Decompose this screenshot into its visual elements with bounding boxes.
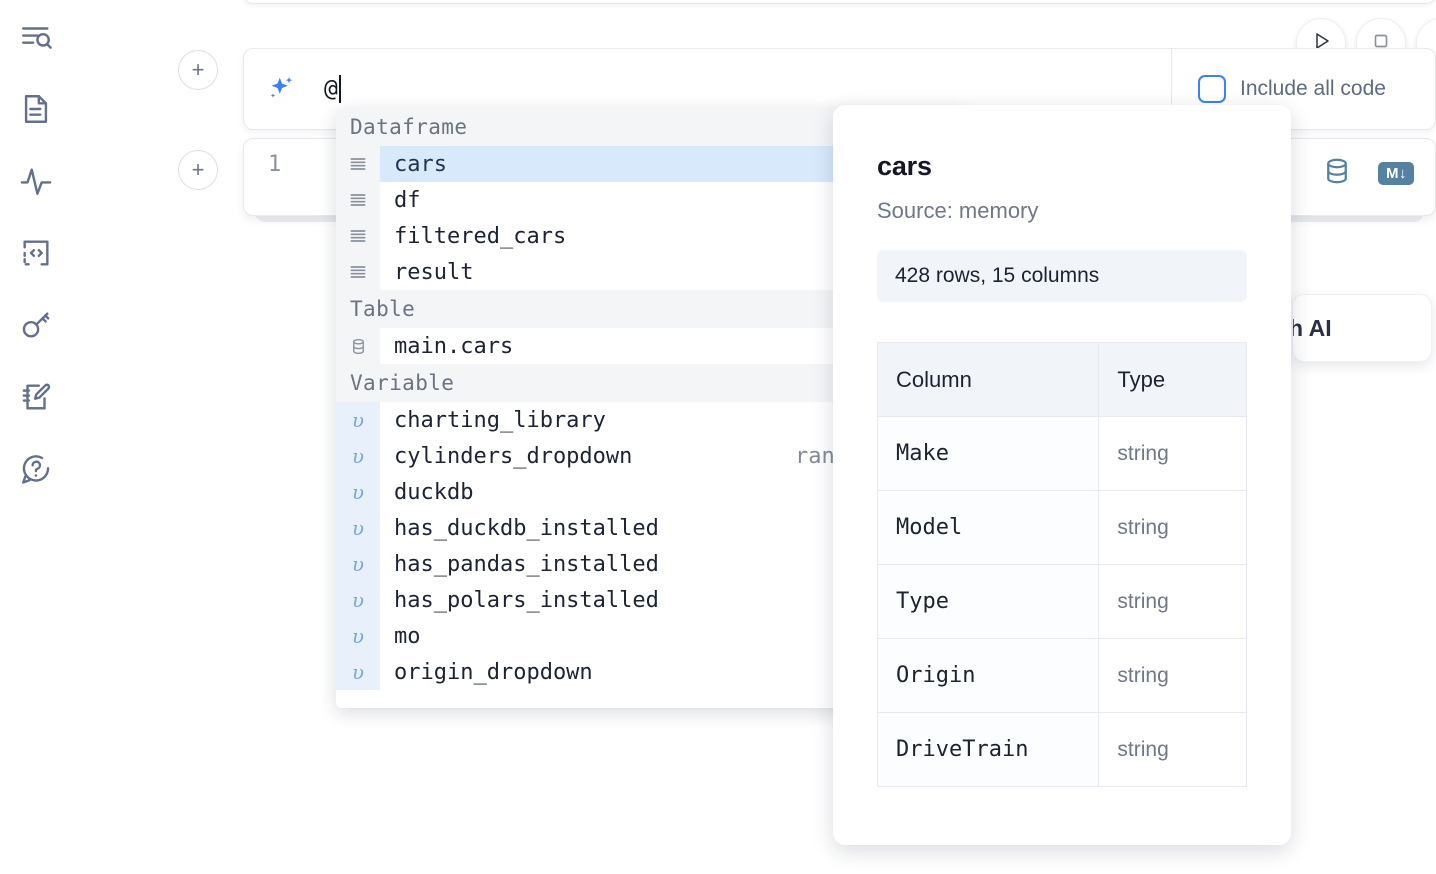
variable-icon: υ — [336, 510, 380, 546]
add-cell-button-top[interactable]: + — [178, 50, 218, 90]
completion-item-name: has_polars_installed — [394, 587, 659, 613]
sidebar — [0, 0, 72, 874]
detail-column-name: Make — [876, 416, 1100, 491]
variable-icon: υ — [336, 474, 380, 510]
sidebar-item-secrets[interactable] — [13, 302, 59, 348]
plus-icon: + — [191, 57, 205, 82]
detail-column-type: string — [1098, 712, 1247, 787]
completion-item-name: origin_dropdown — [394, 659, 593, 685]
column-header-type: Type — [1098, 342, 1247, 417]
detail-column-type: string — [1098, 564, 1247, 639]
completion-item-name: mo — [394, 623, 421, 649]
code-icon — [19, 236, 53, 270]
variable-icon: υ — [336, 618, 380, 654]
code-line-number: 1 — [268, 152, 282, 177]
add-cell-button-bottom[interactable]: + — [178, 150, 218, 190]
help-icon — [19, 452, 53, 486]
sidebar-item-activity[interactable] — [13, 158, 59, 204]
detail-column-type: string — [1098, 638, 1247, 713]
dataframe-icon — [336, 218, 380, 254]
cell-tools: M↓ — [1322, 156, 1414, 191]
completion-item-name: duckdb — [394, 479, 474, 505]
detail-column-name: Type — [876, 564, 1100, 639]
sidebar-item-explore[interactable] — [13, 14, 59, 60]
detail-shape: 428 rows, 15 columns — [877, 250, 1247, 302]
detail-column-name: DriveTrain — [876, 712, 1100, 787]
previous-cell-partial — [243, 0, 1436, 4]
table-header-row: Column Type — [876, 342, 1247, 417]
completion-item-name: charting_library — [394, 407, 606, 433]
detail-column-name: Model — [876, 490, 1100, 565]
detail-column-type: string — [1098, 416, 1247, 491]
column-header-column: Column — [876, 342, 1100, 417]
key-icon — [19, 308, 53, 342]
completion-item-name: df — [394, 187, 421, 213]
completion-item-name: filtered_cars — [394, 223, 567, 249]
variable-icon: υ — [336, 546, 380, 582]
table-icon — [336, 328, 380, 364]
variable-icon: υ — [336, 438, 380, 474]
completion-item-name: has_pandas_installed — [394, 551, 659, 577]
completion-item-name: result — [394, 259, 474, 285]
stop-icon — [1370, 30, 1392, 57]
detail-source: Source: memory — [877, 198, 1039, 223]
text-caret — [338, 75, 341, 103]
markdown-icon[interactable]: M↓ — [1378, 162, 1414, 185]
include-all-code-checkbox[interactable] — [1198, 75, 1226, 103]
database-icon[interactable] — [1322, 156, 1352, 191]
document-icon — [19, 92, 53, 126]
plus-icon: + — [191, 157, 205, 182]
include-all-code-row[interactable]: Include all code — [1171, 49, 1386, 129]
ai-prompt-row[interactable]: @ — [244, 49, 1171, 129]
completion-item-name: cylinders_dropdown — [394, 443, 633, 469]
ai-hint-card[interactable]: h AI — [1292, 294, 1432, 362]
detail-column-name: Origin — [876, 638, 1100, 713]
variable-icon: υ — [336, 402, 380, 438]
notebook-edit-icon — [19, 380, 53, 414]
completion-item-name: main.cars — [394, 333, 514, 359]
variable-icon: υ — [336, 582, 380, 618]
include-all-code-label: Include all code — [1240, 77, 1386, 100]
dataframe-icon — [336, 146, 380, 182]
ai-prompt-value: @ — [324, 76, 338, 102]
dataframe-icon — [336, 254, 380, 290]
detail-column-type: string — [1098, 490, 1247, 565]
sidebar-item-help[interactable] — [13, 446, 59, 492]
activity-icon — [19, 164, 53, 198]
sidebar-item-document[interactable] — [13, 86, 59, 132]
completion-detail-panel: cars Source: memory 428 rows, 15 columns… — [833, 105, 1291, 845]
sidebar-item-scratchpad[interactable] — [13, 374, 59, 420]
ai-hint-card-label: h AI — [1292, 314, 1332, 341]
sidebar-item-code[interactable] — [13, 230, 59, 276]
dataframe-icon — [336, 182, 380, 218]
detail-title: cars — [877, 151, 932, 181]
explore-icon — [19, 20, 53, 54]
variable-icon: υ — [336, 654, 380, 690]
completion-item-name: cars — [394, 151, 447, 177]
sparkles-icon — [266, 74, 296, 104]
completion-item-name: has_duckdb_installed — [394, 515, 659, 541]
ai-prompt-input[interactable]: @ — [324, 72, 341, 106]
play-icon — [1309, 29, 1333, 58]
